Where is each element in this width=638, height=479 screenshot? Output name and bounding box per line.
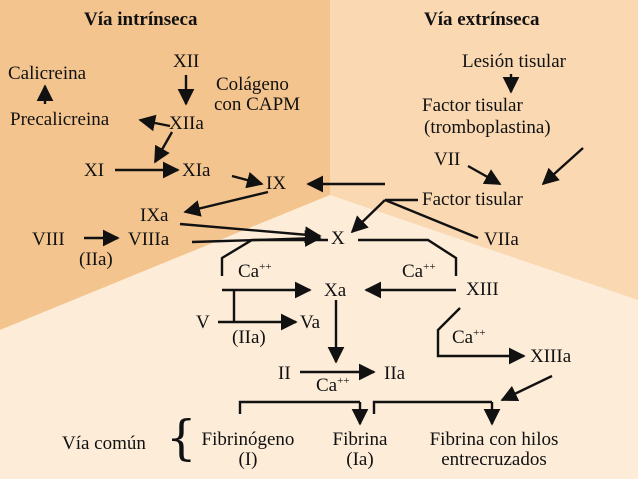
iia-paren-viii: (IIa) [79, 249, 113, 270]
arrow-vii-to-factor-tisular [467, 164, 502, 186]
precalicreina-label: Precalicreina [10, 109, 110, 130]
ix-label: IX [266, 173, 287, 194]
extrinsic-heading: Vía extrínseca [424, 9, 540, 30]
iia-paren-v: (IIa) [232, 327, 266, 348]
factor-tisular-label: Factor tisular [422, 189, 523, 210]
arrow-xia-to-ix [231, 171, 264, 189]
xiii-label: XIII [466, 279, 499, 300]
xii-label: XII [173, 51, 200, 72]
iia-label: IIa [384, 363, 406, 384]
arrow-xiia-to-xia [153, 131, 174, 164]
arrow-xiia-to-precalicreina [138, 114, 171, 132]
xiiia-label: XIIIa [530, 346, 572, 367]
ixa-label: IXa [140, 205, 169, 226]
colageno-line1: Colágeno [216, 74, 289, 95]
colageno-line2: con CAPM [214, 94, 301, 115]
xia-label: XIa [182, 160, 211, 181]
fibrina-roman: (Ia) [346, 449, 374, 470]
factor-tisular-line2: (tromboplastina) [424, 117, 551, 138]
fibrina-bracket [372, 400, 492, 414]
extrinsic-region [330, 0, 638, 300]
va-label: Va [300, 312, 321, 333]
viiia-label: VIIIa [128, 229, 170, 250]
arrow-xiiia-to-bracket [500, 374, 553, 402]
ca-xiii-label: Ca++ [452, 327, 486, 348]
arrow-ixa-to-x [179, 222, 322, 244]
x-to-xa-frame-right [358, 238, 458, 276]
factor-tisular-to-viia [384, 198, 479, 240]
fibrinogeno-roman: (I) [238, 449, 258, 470]
viia-label: VIIa [484, 229, 519, 250]
fibrinogen-bracket [238, 400, 360, 414]
fibrina-label: Fibrina [332, 429, 388, 450]
xa-label: Xa [324, 280, 347, 301]
lesion-tisular-label: Lesión tisular [462, 51, 566, 72]
ca-ii-label: Ca++ [316, 375, 350, 396]
intrinsic-heading: Vía intrínseca [84, 9, 198, 30]
ca-left-label: Ca++ [238, 261, 272, 282]
fibrinogeno-label: Fibrinógeno [201, 429, 295, 450]
vii-label: VII [434, 149, 461, 170]
calicreina-label: Calicreina [8, 63, 87, 84]
fibrina-hilos-line2: entrecruzados [441, 449, 547, 470]
x-label: X [331, 228, 345, 249]
v-label: V [196, 312, 210, 333]
xiia-label: XIIa [169, 113, 204, 134]
xi-label: XI [84, 160, 105, 181]
viii-label: VIII [32, 229, 65, 250]
via-comun-label: Vía común [62, 433, 146, 454]
fibrina-hilos-line1: Fibrina con hilos [429, 429, 559, 450]
arrow-xiii-to-xiiia [436, 307, 526, 365]
arrow-factor-tisular-to-x [350, 199, 386, 234]
factor-tisular-line1: Factor tisular [422, 95, 523, 116]
x-to-xa-frame-left [220, 238, 328, 276]
arrow-factor-to-factor-tisular [541, 147, 584, 186]
ca-right-label: Ca++ [402, 261, 436, 282]
arrow-ix-to-ixa [183, 190, 269, 217]
common-region [0, 195, 638, 479]
via-comun-brace: { [166, 410, 197, 466]
ii-label: II [278, 363, 291, 384]
